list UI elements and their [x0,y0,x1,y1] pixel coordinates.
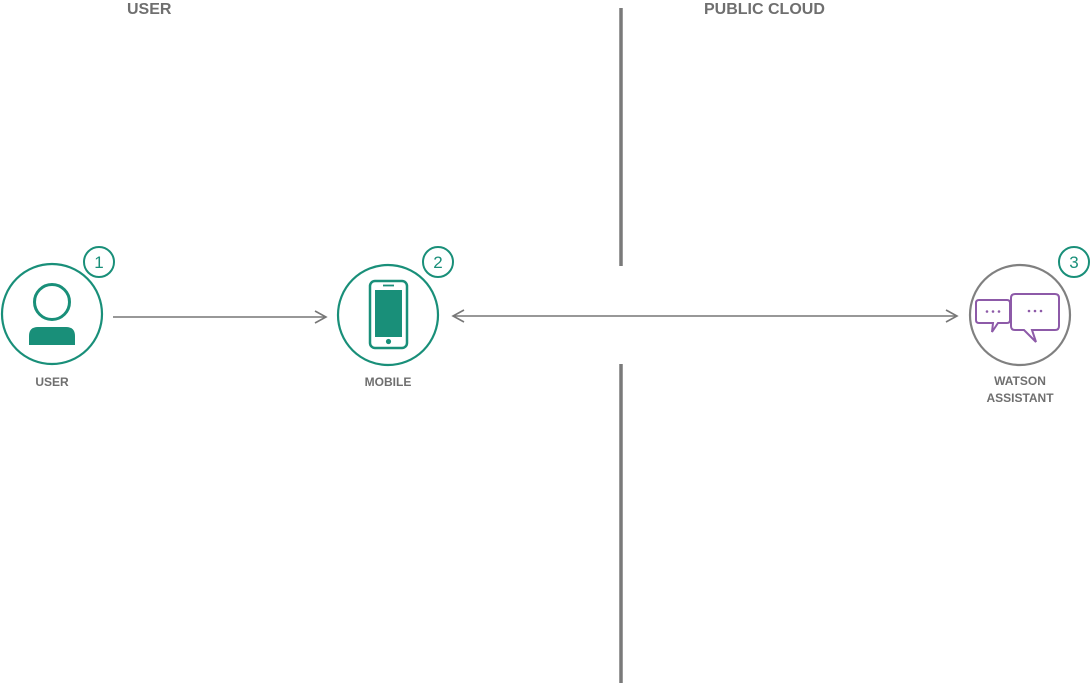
step-badge-2: 2 [422,246,454,278]
node-watson-label-line2: ASSISTANT [986,391,1054,405]
svg-text:3: 3 [1069,253,1078,272]
section-title-public-cloud: PUBLIC CLOUD [704,1,825,18]
node-mobile: 2 MOBILE [336,246,454,389]
node-user: 1 USER [0,246,115,389]
step-badge-1: 1 [83,246,115,278]
node-mobile-label: MOBILE [365,375,412,389]
mobile-phone-icon [368,279,409,350]
node-user-circle [0,262,104,366]
node-user-label: USER [35,375,69,389]
section-title-user: USER [127,1,172,18]
svg-text:1: 1 [94,253,103,272]
node-watson-assistant: 3 WATSON ASSISTANT [968,246,1090,405]
node-watson-circle [968,263,1072,367]
chat-bubbles-icon [975,293,1060,343]
node-mobile-circle [336,263,440,367]
user-icon [29,283,75,345]
svg-text:2: 2 [433,253,442,272]
step-badge-3: 3 [1058,246,1090,278]
node-watson-label-line1: WATSON [994,374,1046,388]
